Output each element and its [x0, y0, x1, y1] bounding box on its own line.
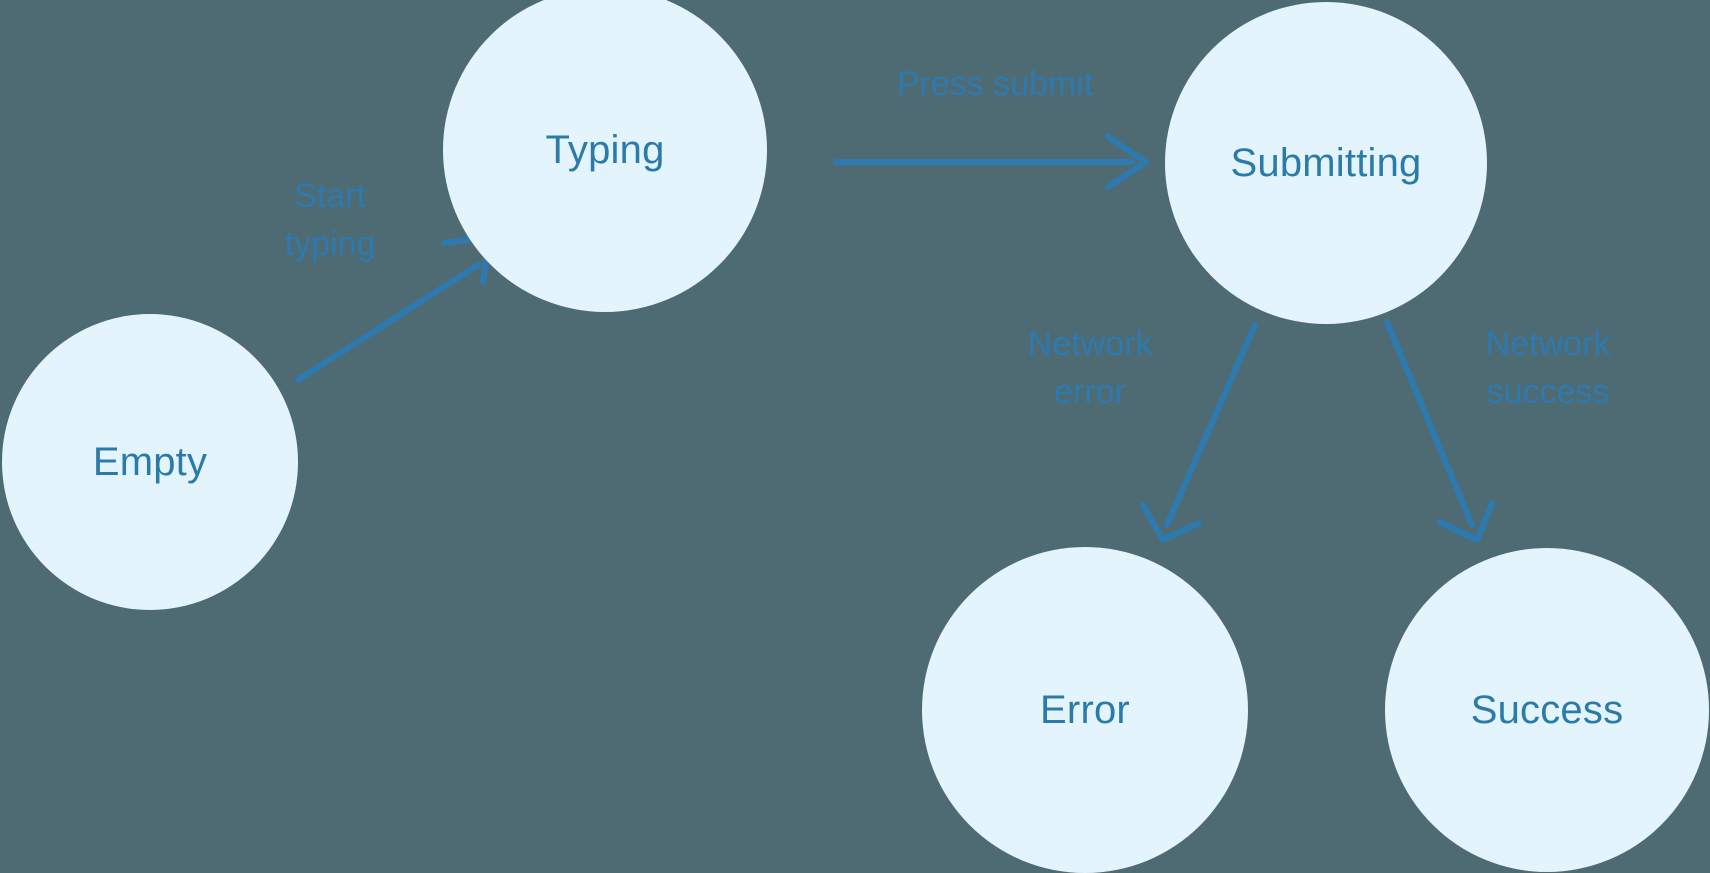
- state-node-success-label: Success: [1470, 688, 1624, 732]
- state-node-typing-label: Typing: [545, 128, 665, 172]
- state-node-success[interactable]: Success: [1385, 548, 1709, 872]
- state-node-submitting[interactable]: Submitting: [1165, 2, 1487, 324]
- edge-submitting-to-error: [1140, 322, 1258, 543]
- edge-submitting-to-success: [1384, 319, 1495, 543]
- state-node-typing[interactable]: Typing: [443, 0, 767, 312]
- edge-label-start-typing: Start typing: [284, 177, 376, 264]
- edge-label-network-success: Network success: [1485, 325, 1611, 412]
- state-node-submitting-label: Submitting: [1230, 141, 1422, 185]
- edge-label-press-submit: Press submit: [896, 65, 1094, 103]
- state-node-empty-label: Empty: [92, 440, 208, 484]
- state-node-empty[interactable]: Empty: [2, 314, 298, 610]
- edge-typing-to-submitting: [833, 134, 1149, 190]
- state-node-error[interactable]: Error: [922, 547, 1248, 873]
- state-node-error-label: Error: [1040, 688, 1130, 732]
- edge-label-network-error: Network error: [1027, 325, 1153, 412]
